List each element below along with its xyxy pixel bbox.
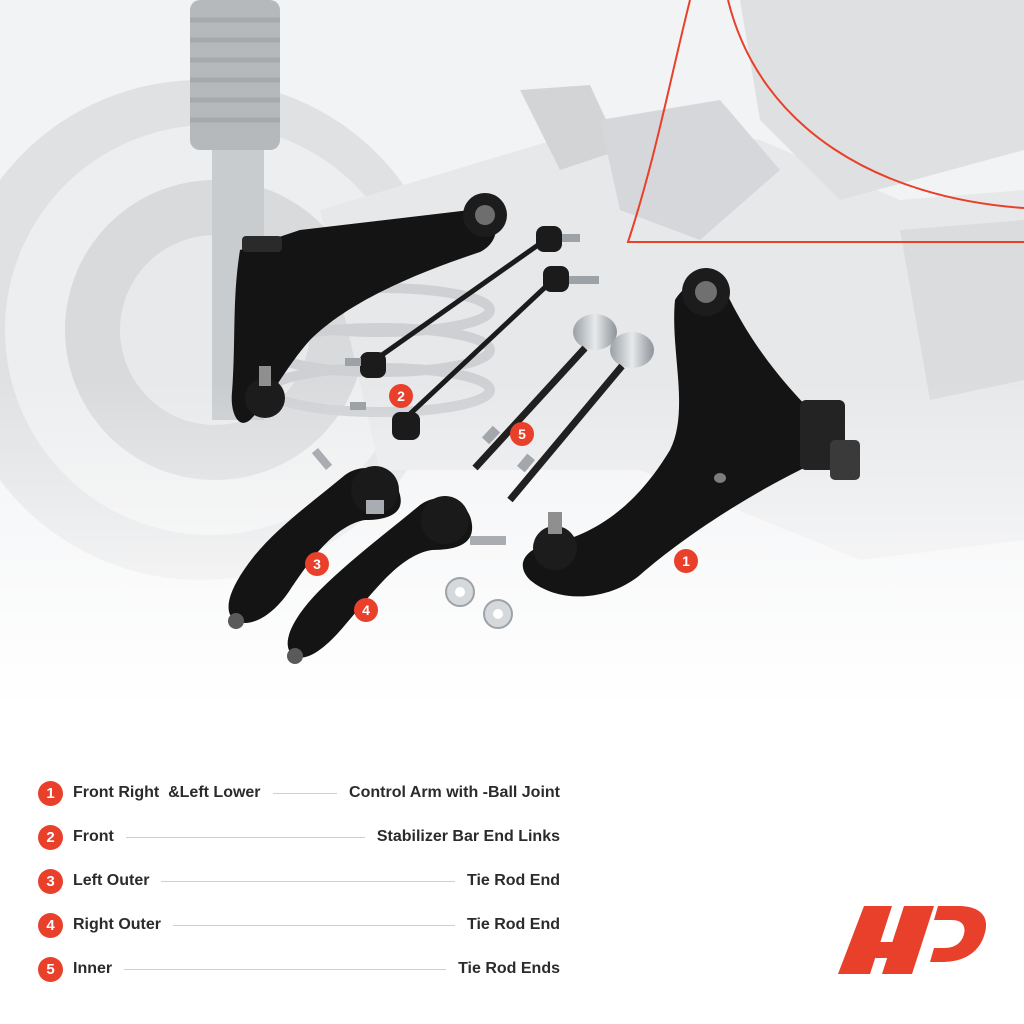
legend-number-badge: 2 (38, 824, 63, 850)
legend-row-3: 3 Left Outer Tie Rod End (38, 868, 560, 894)
legend-number-badge: 5 (38, 956, 63, 982)
legend-divider (272, 792, 338, 794)
inner-tie-rods (472, 314, 654, 503)
legend-description: Stabilizer Bar End Links (376, 828, 560, 845)
washers (445, 577, 513, 629)
left-outer-tie-rod-end (228, 448, 401, 629)
legend-number-badge: 3 (38, 868, 63, 894)
callout-1-number: 1 (682, 553, 690, 569)
callout-2: 2 (389, 384, 413, 408)
legend-label: Front (73, 828, 114, 845)
legend-row-1: 1 Front Right &Left Lower Control Arm wi… (38, 780, 560, 806)
callout-1: 1 (674, 549, 698, 573)
callout-3-number: 3 (313, 556, 321, 572)
callout-5: 5 (510, 422, 534, 446)
parts-legend: 1 Front Right &Left Lower Control Arm wi… (38, 780, 560, 1000)
right-outer-tie-rod-end (287, 496, 506, 664)
legend-number-badge: 4 (38, 912, 63, 938)
legend-description: Tie Rod End (466, 872, 560, 889)
red-curve-decoration (727, 0, 1024, 209)
callout-4: 4 (354, 598, 378, 622)
legend-label: Front Right &Left Lower (73, 784, 261, 801)
legend-divider (125, 836, 365, 838)
callout-4-number: 4 (362, 602, 370, 618)
callout-5-number: 5 (518, 426, 526, 442)
ap-brand-logo-icon (838, 906, 987, 974)
legend-description: Control Arm with -Ball Joint (349, 784, 560, 801)
legend-divider (124, 968, 447, 970)
legend-row-5: 5 Inner Tie Rod Ends (38, 956, 560, 982)
legend-divider (173, 924, 455, 926)
legend-row-4: 4 Right Outer Tie Rod End (38, 912, 560, 938)
control-arm-left (231, 193, 507, 423)
legend-label: Inner (73, 960, 113, 977)
legend-label: Left Outer (73, 872, 150, 889)
legend-description: Tie Rod Ends (458, 960, 560, 977)
callout-3: 3 (305, 552, 329, 576)
control-arm-right (522, 268, 860, 597)
legend-description: Tie Rod End (466, 916, 560, 933)
legend-number-badge: 1 (38, 780, 63, 806)
legend-divider (161, 880, 455, 882)
legend-row-2: 2 Front Stabilizer Bar End Links (38, 824, 560, 850)
red-outline-decoration (626, 0, 1024, 243)
callout-2-number: 2 (397, 388, 405, 404)
legend-label: Right Outer (73, 916, 161, 933)
stabilizer-links (345, 226, 599, 440)
